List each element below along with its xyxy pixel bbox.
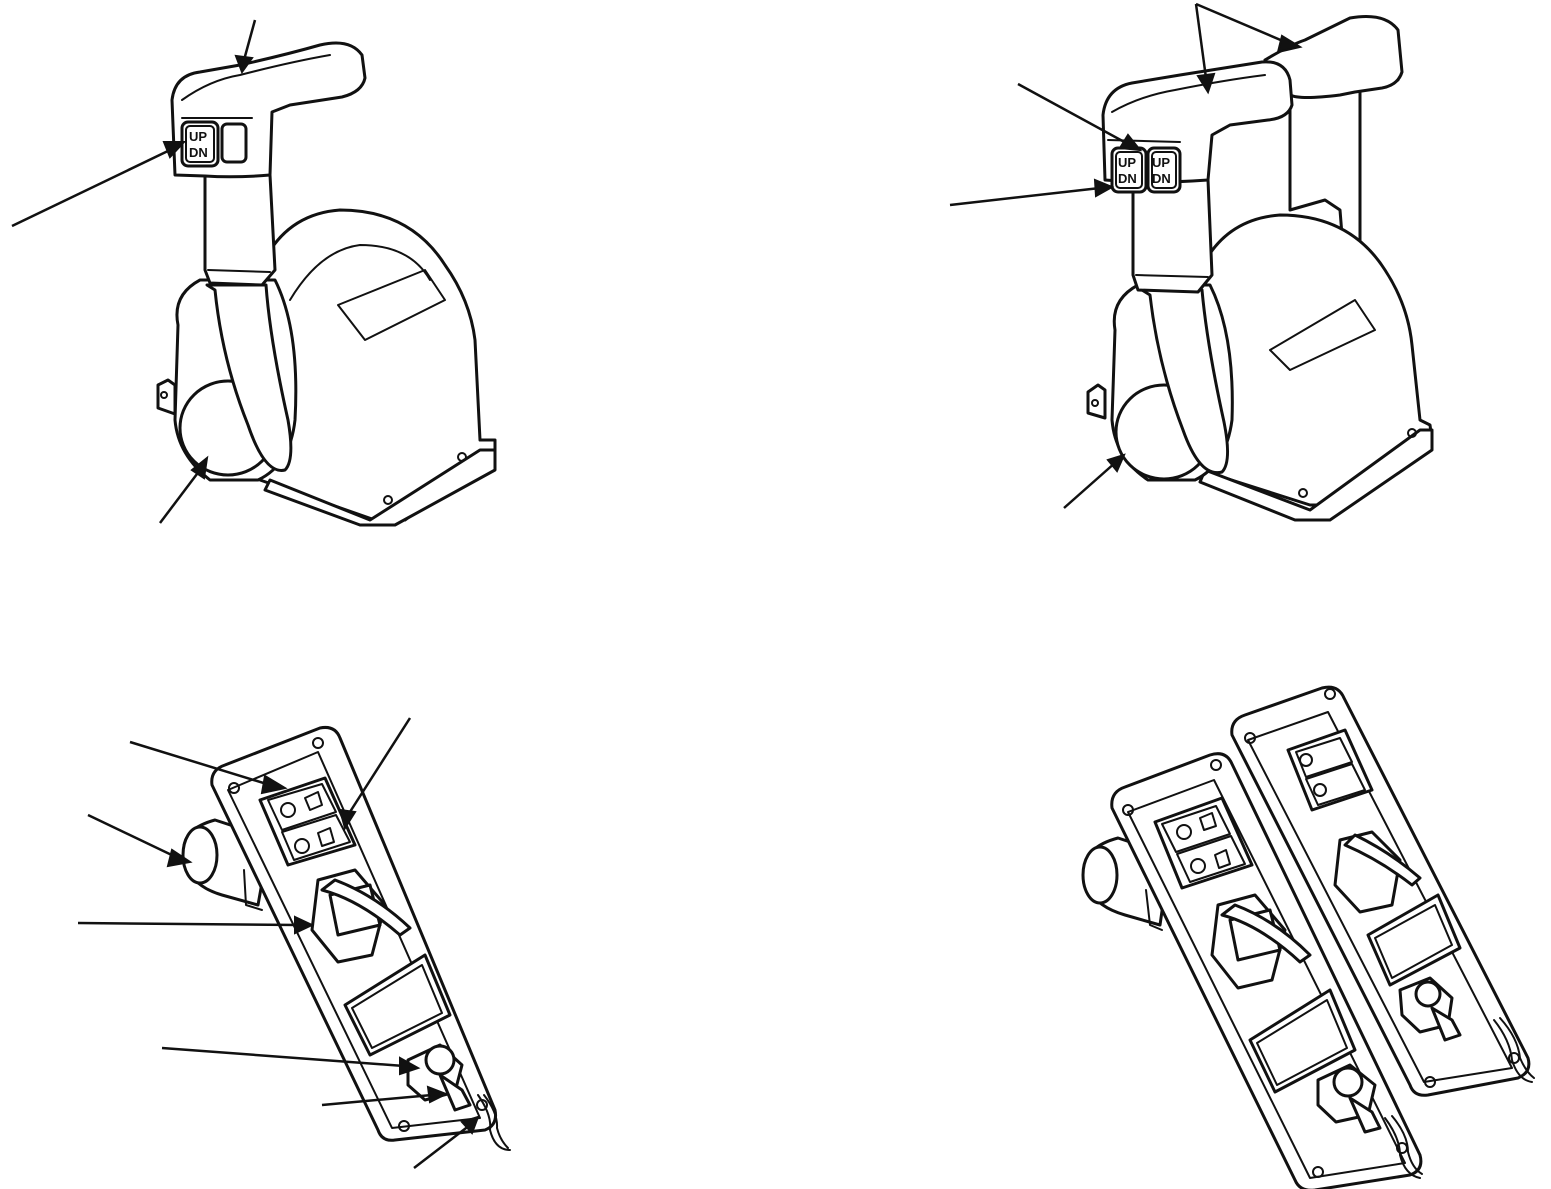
- dual-lever-control: UP DN UP DN: [1086, 15, 1434, 522]
- single-control-base: [263, 448, 497, 527]
- dual-panel-control: [1081, 685, 1535, 1189]
- single-lever-dn-label: DN: [189, 145, 208, 160]
- top-right-callout-arrows: [949, 2, 1303, 509]
- dual-lever-right-dn-label: DN: [1152, 171, 1171, 186]
- dual-back-lever-grip: [1263, 15, 1404, 99]
- dual-lever-left-dn-label: DN: [1118, 171, 1137, 186]
- single-panel-control: [181, 726, 511, 1151]
- bottom-left-callout-arrows: [77, 717, 480, 1169]
- top-left-callout-arrows: [11, 19, 257, 524]
- single-control-label-plate: [337, 269, 446, 341]
- single-control-housing: [248, 208, 497, 522]
- single-panel-stop-switch: [424, 1044, 456, 1076]
- dual-lever-left-up-label: UP: [1118, 155, 1136, 170]
- single-lever-grip: [170, 41, 367, 179]
- single-lever-arm: [205, 283, 293, 472]
- single-lever-up-label: UP: [189, 129, 207, 144]
- single-lever-blank-button: [220, 122, 248, 164]
- dual-lever-right-up-label: UP: [1152, 155, 1170, 170]
- single-lever-control: UP DN: [156, 41, 497, 527]
- single-panel-label-window: [343, 953, 452, 1057]
